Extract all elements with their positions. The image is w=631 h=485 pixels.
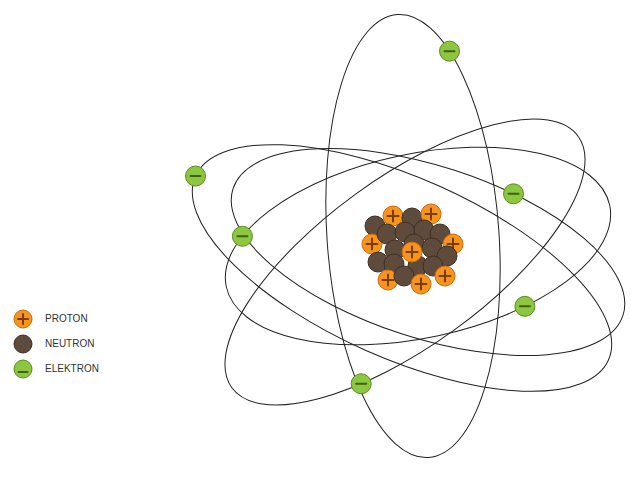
plus-sign <box>426 209 437 220</box>
swatch-shape <box>14 335 32 353</box>
swatch-circle <box>14 335 32 353</box>
legend-row: NEUTRON <box>12 331 99 356</box>
swatch-shape <box>14 310 32 328</box>
legend-row: ELEKTRON <box>12 356 99 381</box>
proton-body <box>435 266 455 286</box>
orbits <box>159 9 631 464</box>
plus-sign <box>18 314 28 324</box>
minus-sign <box>445 50 455 52</box>
minus-sign <box>19 371 28 373</box>
plus-sign <box>367 239 378 250</box>
proton <box>411 274 431 294</box>
legend-swatch <box>12 308 34 330</box>
electron-orbit <box>312 9 515 464</box>
minus-sign <box>191 175 201 177</box>
plus-sign <box>440 271 451 282</box>
legend-swatch <box>12 333 34 355</box>
electron-body <box>440 41 460 61</box>
electron-body <box>186 166 206 186</box>
electron-body <box>232 226 252 246</box>
legend-label: ELEKTRON <box>45 363 99 374</box>
minus-sign <box>520 305 530 307</box>
electron-orbit <box>182 68 627 455</box>
electron-orbit <box>206 107 631 397</box>
electron-body <box>351 374 371 394</box>
electron <box>504 184 524 204</box>
electrons <box>186 41 535 394</box>
legend: PROTON NEUTRON ELEKTRON <box>12 306 99 381</box>
minus-sign <box>237 235 247 237</box>
minus-sign <box>509 193 519 195</box>
electron <box>186 166 206 186</box>
plus-sign <box>416 279 427 290</box>
proton <box>435 266 455 286</box>
plus-sign <box>407 247 418 258</box>
electron-orbit <box>159 94 631 442</box>
plus-sign <box>388 211 399 222</box>
proton <box>402 242 422 262</box>
swatch-circle <box>14 310 32 328</box>
swatch-shape <box>14 360 32 378</box>
electron <box>232 226 252 246</box>
swatch-circle <box>14 360 32 378</box>
electron-body <box>504 184 524 204</box>
legend-label: PROTON <box>45 313 88 324</box>
plus-sign <box>383 275 394 286</box>
electron-orbit <box>207 115 629 376</box>
legend-label: NEUTRON <box>45 338 94 349</box>
electron-body <box>515 296 535 316</box>
nucleus <box>362 204 463 294</box>
electron <box>351 374 371 394</box>
proton-body <box>411 274 431 294</box>
minus-sign <box>356 383 366 385</box>
legend-swatch <box>12 358 34 380</box>
electron <box>440 41 460 61</box>
legend-row: PROTON <box>12 306 99 331</box>
electron <box>515 296 535 316</box>
proton-body <box>402 242 422 262</box>
